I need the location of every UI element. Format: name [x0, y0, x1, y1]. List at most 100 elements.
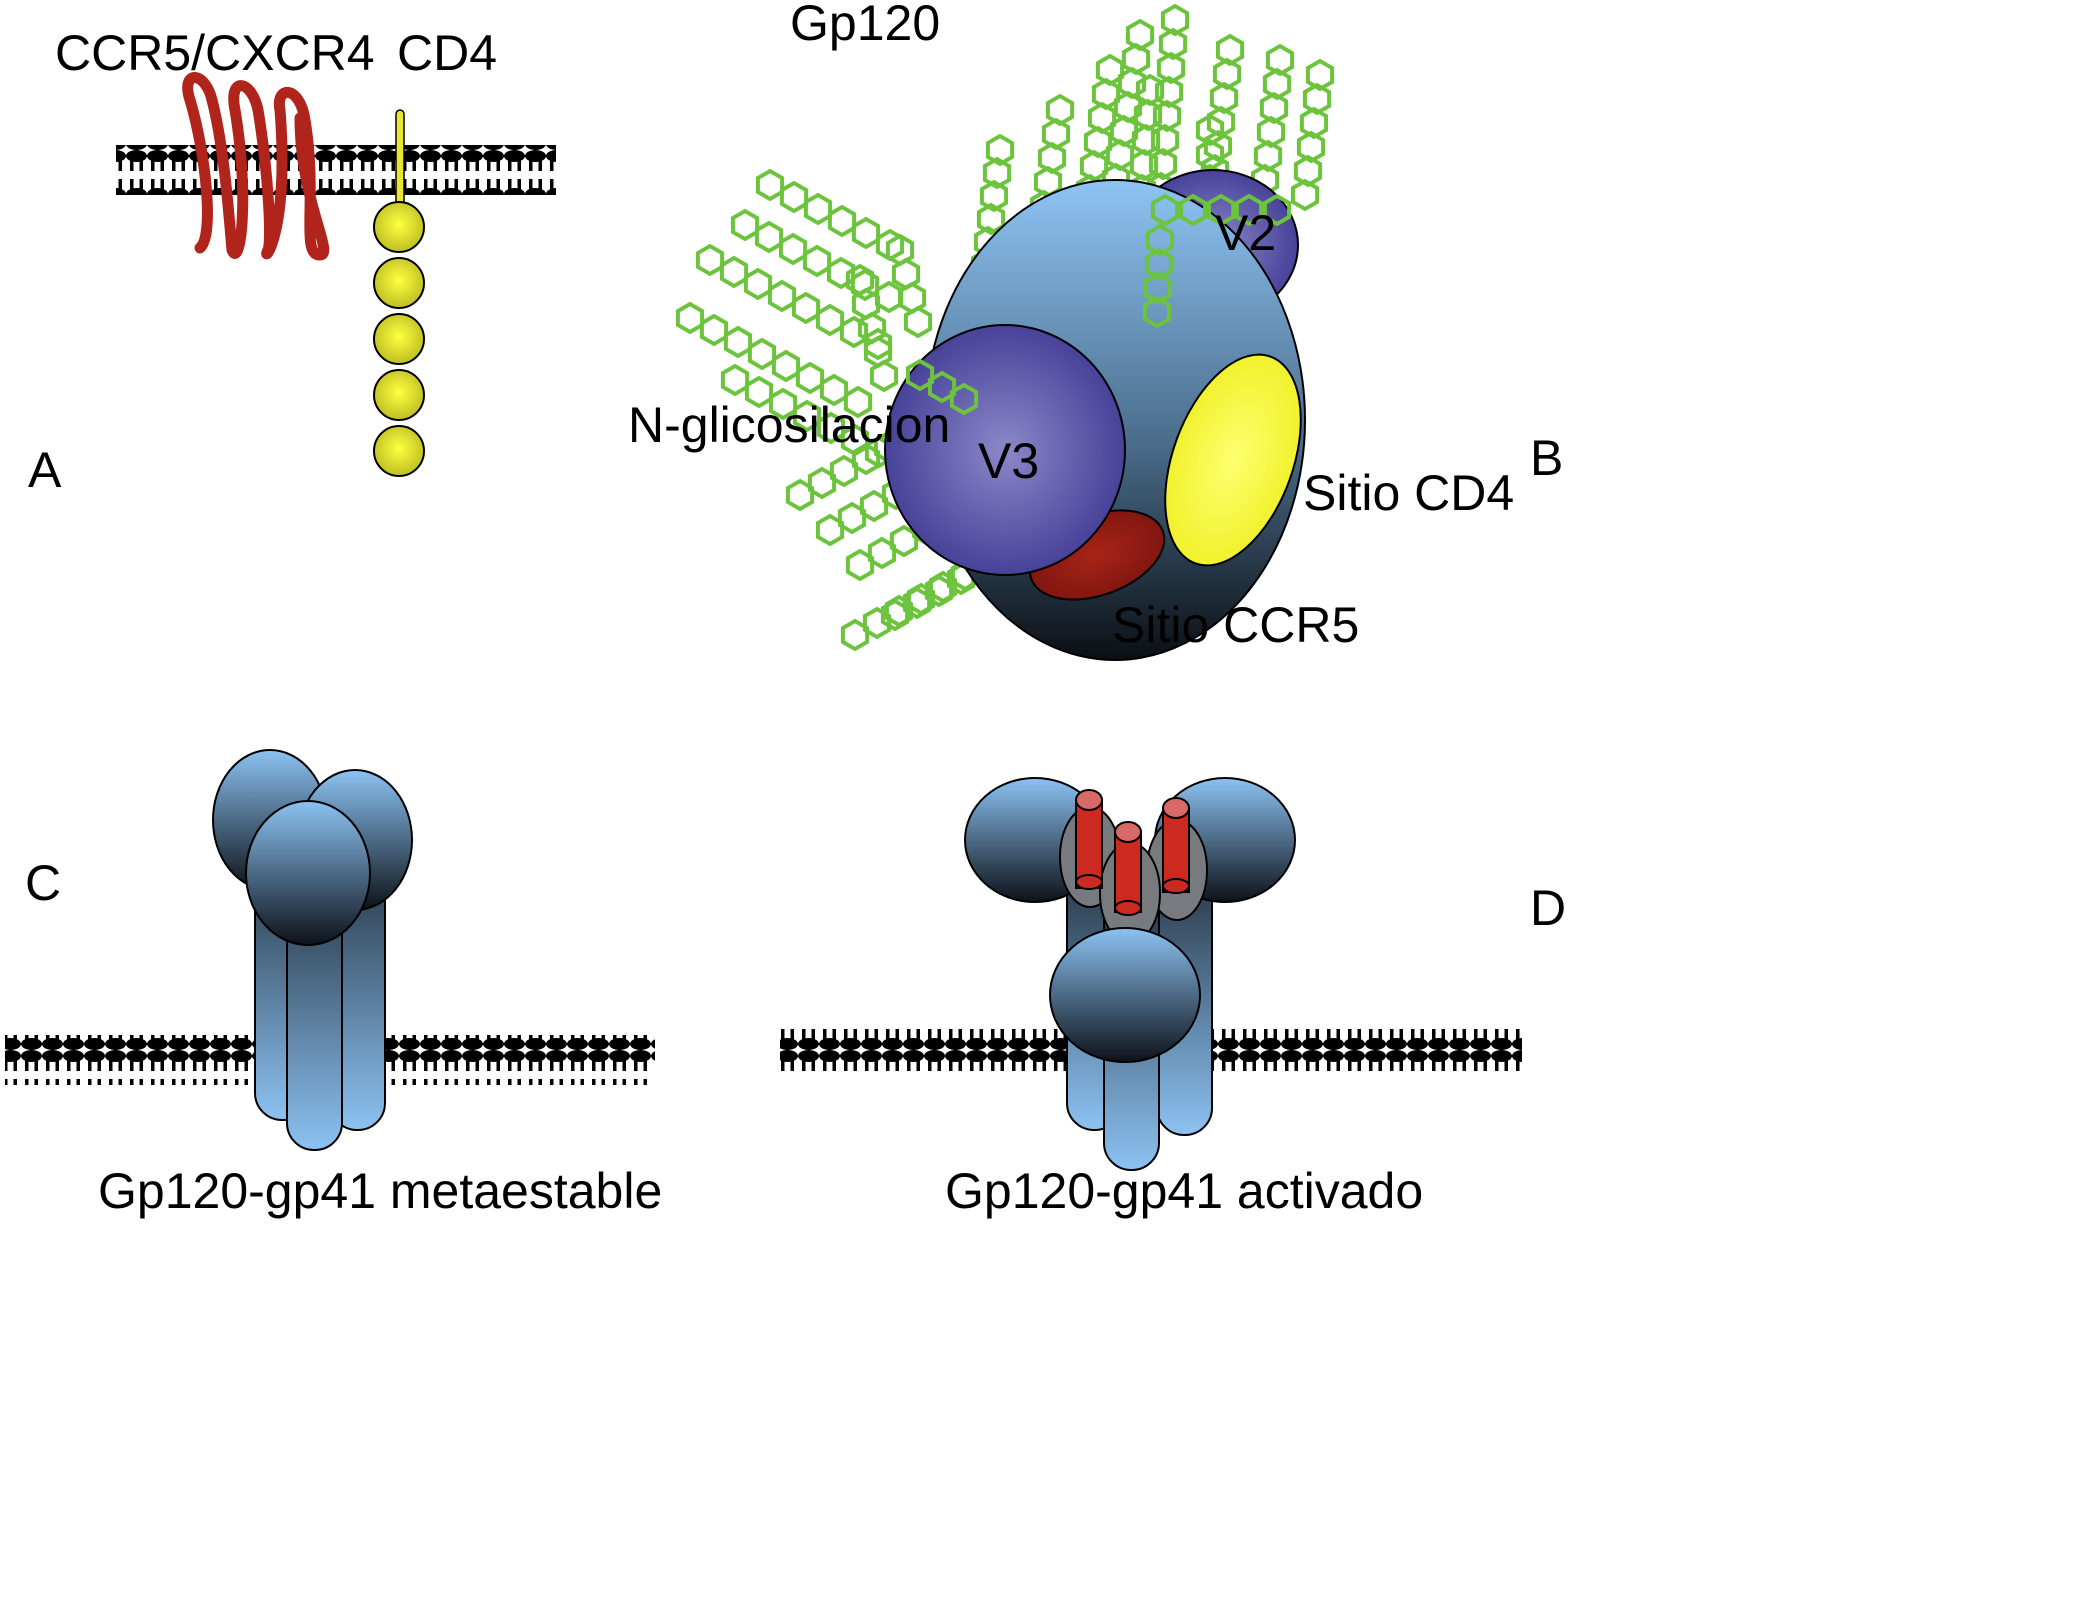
panel-b: Gp120 V2 V3 N-glicosilacion Sitio CD4 Si…: [628, 0, 1563, 661]
glycan-hexagon: [1121, 42, 1151, 76]
panel-d: D Gp120-gp41 activado: [780, 777, 1566, 1219]
glycan-hexagon: [1037, 141, 1067, 175]
cd4-domain: [373, 201, 425, 253]
glycan-hexagon: [976, 202, 1006, 236]
glycan-hexagon: [982, 156, 1012, 190]
glycan-hexagon: [837, 501, 867, 535]
glycan-hexagon: [768, 387, 798, 421]
glycan-hexagon: [779, 180, 809, 214]
glycan-hexagon: [1262, 193, 1292, 227]
ccr5-site-label: Sitio CCR5: [1112, 597, 1359, 653]
glycan-hexagon: [816, 411, 846, 445]
glycan-hexagon: [1105, 138, 1135, 172]
panel-a: CCR5/CXCR4 CD4 A: [28, 25, 556, 498]
glycan-hexagon: [1154, 75, 1184, 109]
glycan-hexagon: [695, 243, 725, 277]
panel-letter-a: A: [28, 442, 62, 498]
cd4-label: CD4: [397, 25, 497, 81]
glycan-hexagon: [905, 358, 935, 392]
glycan-hexagon: [1142, 295, 1172, 329]
glycan-hexagon: [771, 349, 801, 383]
v3-loop: [884, 324, 1126, 576]
glycan-hexagon: [1206, 193, 1236, 227]
glycan-hexagon: [792, 399, 822, 433]
glycan-hexagon: [1152, 99, 1182, 133]
glycosylation-label: N-glicosilacion: [628, 397, 950, 453]
glycan-hexagon: [1041, 117, 1071, 151]
glycan-hexagon: [927, 370, 957, 404]
glycan-hexagon: [1150, 193, 1180, 227]
v2-label: V2: [1215, 205, 1276, 261]
cd4-domain: [373, 369, 425, 421]
glycan-hexagon: [903, 305, 933, 339]
glycan-hexagon: [1144, 247, 1174, 281]
glycan-hexagon: [1160, 3, 1190, 37]
glycan-hexagon: [755, 168, 785, 202]
glycan-hexagon: [802, 244, 832, 278]
cd4-site-label: Sitio CD4: [1303, 465, 1514, 521]
glycan-hexagon: [1156, 51, 1186, 85]
panel-c: C Gp120-gp41 metaestable: [5, 749, 662, 1219]
glycan-hexagon: [744, 375, 774, 409]
fusion-peptide: [1075, 789, 1103, 890]
cd4-domain: [373, 313, 425, 365]
glycan-hexagon: [675, 301, 705, 335]
glycan-hexagon: [1195, 113, 1225, 147]
glycan-hexagon: [979, 179, 1009, 213]
panel-letter-d: D: [1530, 880, 1566, 936]
glycan-hexagon: [1178, 193, 1208, 227]
glycan-hexagon: [730, 208, 760, 242]
glycan-hexagon: [815, 513, 845, 547]
glycan-hexagon: [778, 232, 808, 266]
caption-activated: Gp120-gp41 activado: [945, 1163, 1423, 1219]
fusion-peptide: [1114, 821, 1142, 916]
glycan-hexagon: [791, 291, 821, 325]
glycan-hexagon: [807, 466, 837, 500]
glycan-hexagon: [949, 382, 979, 416]
gp120-subunit: [1049, 927, 1201, 1063]
n-glycan-chains-front: [905, 193, 1292, 416]
cd4-domain: [373, 257, 425, 309]
glycan-hexagon: [719, 255, 749, 289]
glycan-hexagon: [1195, 138, 1225, 172]
glycan-hexagon: [851, 442, 881, 476]
glycan-hexagon: [747, 337, 777, 371]
gp120-title: Gp120: [790, 0, 940, 51]
glycan-hexagon: [827, 204, 857, 238]
glycan-hexagon: [829, 454, 859, 488]
glycan-hexagon: [859, 489, 889, 523]
glycan-hexagon: [803, 192, 833, 226]
glycan-hexagon: [743, 267, 773, 301]
v3-label: V3: [978, 433, 1039, 489]
glycan-hexagon: [1143, 271, 1173, 305]
glycan-hexagon: [1045, 93, 1075, 127]
coreceptor-ccr5-cxcr4: [182, 72, 330, 261]
cd4-domains: [373, 201, 425, 477]
caption-metastable: Gp120-gp41 metaestable: [98, 1163, 662, 1219]
glycan-hexagon: [902, 586, 932, 620]
glycan-hexagon: [867, 536, 897, 570]
glycan-hexagon: [795, 361, 825, 395]
panel-letter-b: B: [1530, 430, 1563, 486]
glycan-hexagon: [815, 303, 845, 337]
glycan-hexagon: [840, 618, 870, 652]
glycan-hexagon: [819, 373, 849, 407]
cell-membrane-a: [116, 145, 556, 195]
glycan-hexagon: [723, 325, 753, 359]
glycan-hexagon: [1290, 178, 1320, 212]
glycan-hexagon: [1150, 123, 1180, 157]
glycan-hexagon: [1234, 193, 1264, 227]
glycan-hexagon: [985, 133, 1015, 167]
glycan-hexagon: [880, 598, 910, 632]
glycan-hexagon: [874, 280, 904, 314]
glycan-hexagon: [1145, 223, 1175, 257]
gp120-subunit: [245, 800, 371, 946]
glycan-hexagon: [785, 478, 815, 512]
cd4-domain: [373, 425, 425, 477]
glycan-hexagon: [754, 220, 784, 254]
glycan-hexagon: [845, 548, 875, 582]
glycan-hexagon: [843, 385, 873, 419]
glycan-hexagon: [924, 574, 954, 608]
glycan-hexagon: [869, 359, 899, 393]
